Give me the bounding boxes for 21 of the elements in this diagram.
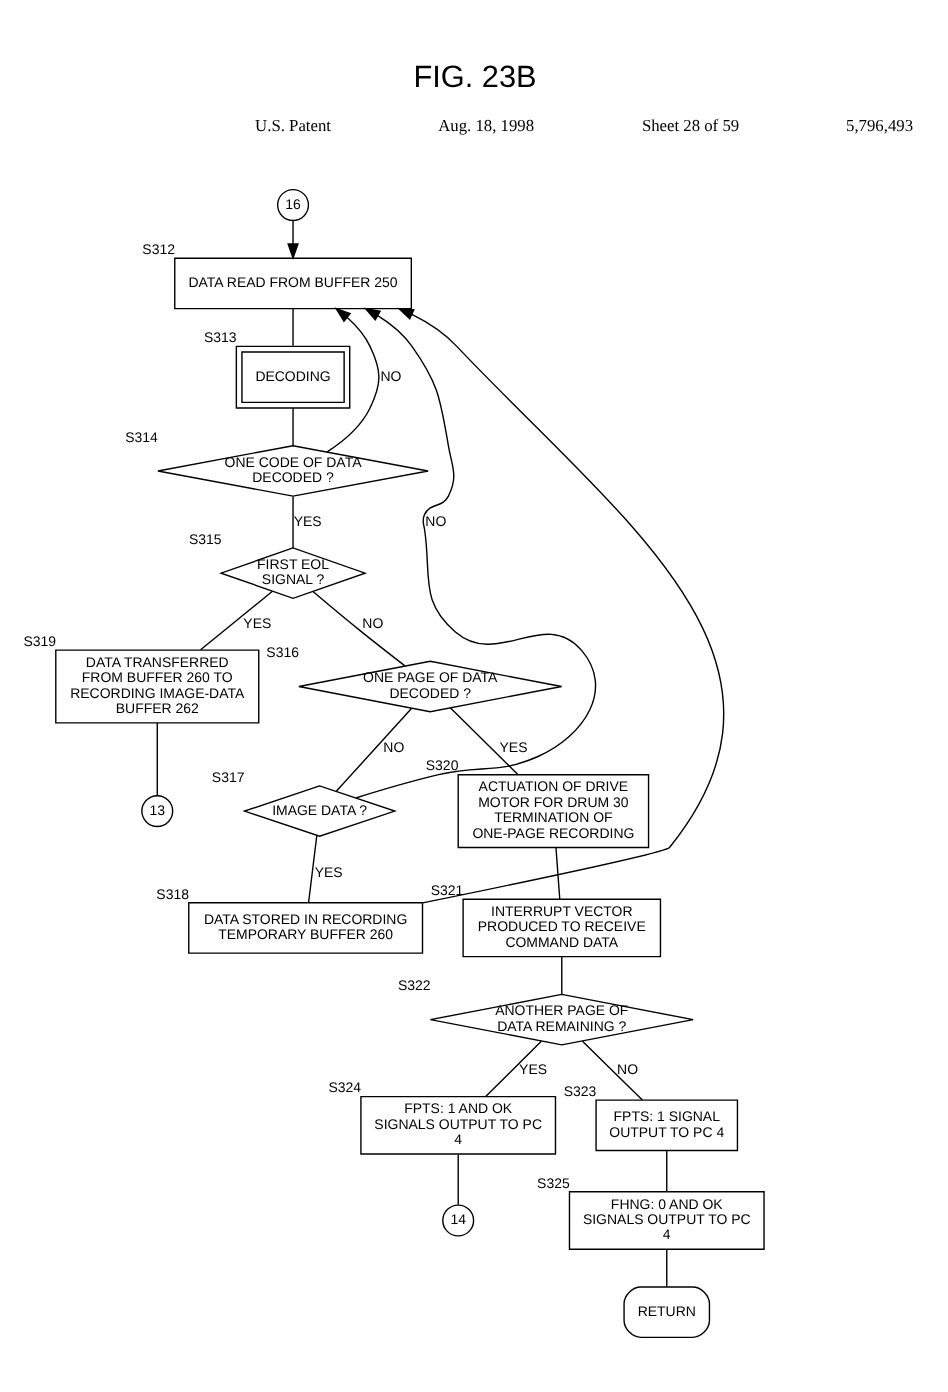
connector bbox=[665, 1247, 667, 1287]
connector bbox=[198, 589, 273, 650]
connector bbox=[291, 406, 293, 446]
connector bbox=[580, 1039, 643, 1100]
connector bbox=[334, 706, 412, 791]
arrow bbox=[286, 219, 298, 260]
connector bbox=[311, 590, 405, 666]
connector bbox=[456, 1152, 458, 1205]
connector bbox=[291, 494, 293, 548]
connector bbox=[306, 833, 317, 903]
arrow bbox=[354, 306, 596, 798]
arrow bbox=[325, 306, 379, 452]
connector bbox=[484, 1039, 542, 1097]
connector bbox=[665, 1149, 667, 1192]
arrow bbox=[396, 306, 724, 903]
connector bbox=[560, 955, 562, 994]
connector bbox=[554, 846, 560, 899]
diagram-title: FIG. 23B bbox=[412, 59, 536, 94]
connector bbox=[155, 721, 157, 796]
connector bbox=[291, 307, 293, 346]
connector bbox=[448, 706, 518, 774]
